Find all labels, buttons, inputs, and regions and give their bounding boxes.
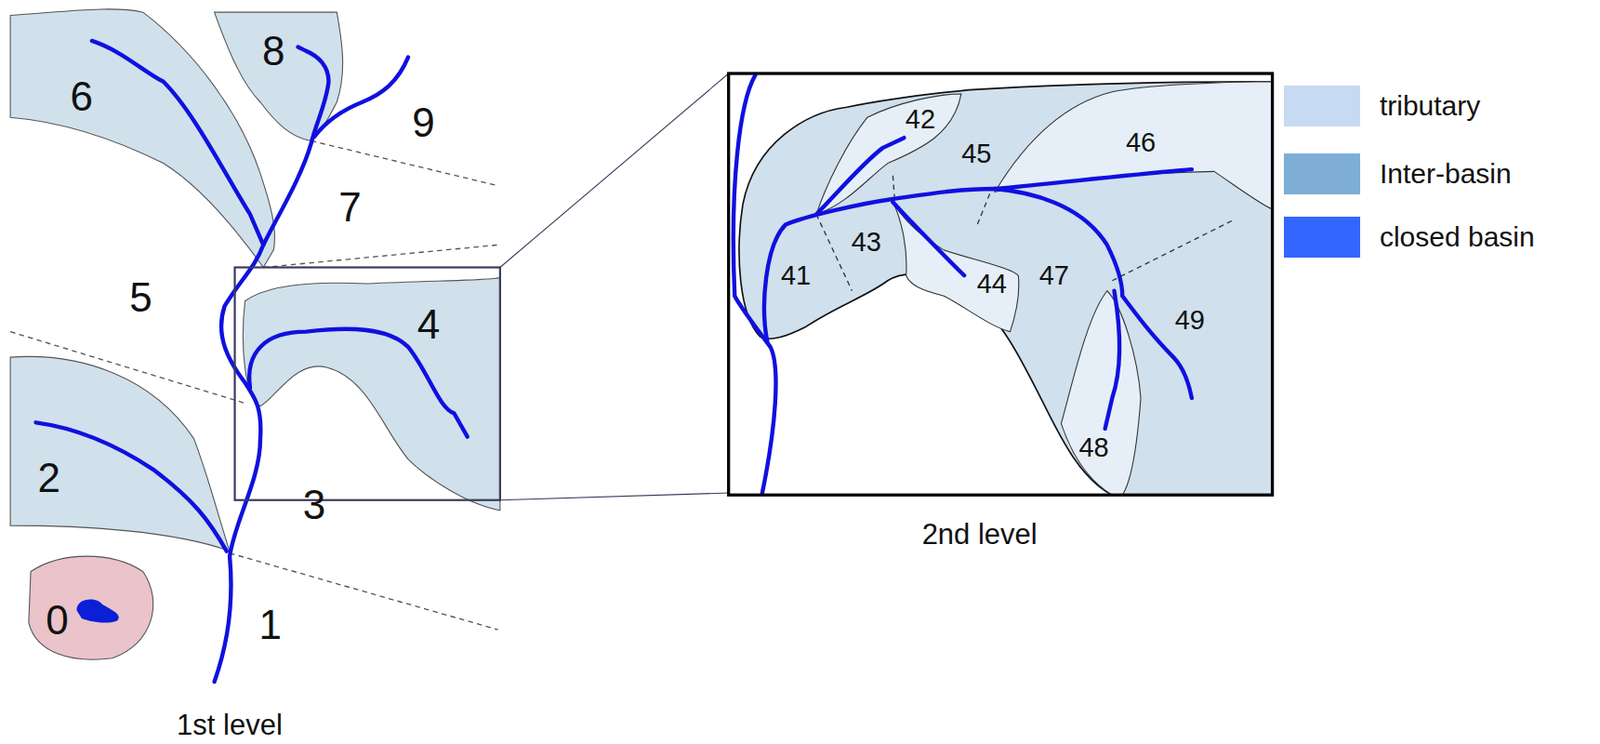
tributary-basin [816,93,962,214]
zoom-line [500,73,729,268]
basin-code: 41 [780,262,811,290]
basin-code: 49 [1175,305,1205,333]
basin-code: 43 [851,228,882,256]
level-caption: 1st level [176,710,283,740]
basin-code: 44 [977,270,1007,298]
river [1105,290,1120,429]
basin-code: 48 [1078,433,1109,461]
basin-code: 6 [70,76,93,118]
basin-code: 1 [259,604,282,646]
basin-region [242,277,500,510]
legend-swatch [1283,216,1361,258]
closed-basin [28,555,154,660]
divide-line [816,213,852,291]
river [764,188,1192,398]
basin-code: 0 [45,599,68,641]
legend-text: closed basin [1379,223,1535,252]
inter-basin [739,81,1273,495]
level-caption: 2nd level [922,519,1038,549]
tributary-basin [1060,290,1141,495]
basin-code: 8 [262,30,285,72]
basin-code: 47 [1039,262,1070,290]
tributary-basin [892,201,1019,331]
divide-line [263,244,498,267]
basin-code: 5 [129,277,152,318]
river [249,329,468,437]
basin-region [10,356,230,551]
legend-text: Inter-basin [1379,159,1512,188]
basin-code: 4 [417,304,440,345]
zoom-panel [728,73,1273,495]
basin-code: 2 [37,457,60,499]
river [892,201,965,276]
river [214,46,330,682]
river [92,40,264,245]
basin-code: 9 [411,102,435,144]
basin-code: 3 [303,484,326,526]
river [816,137,904,214]
basin-code: 7 [338,186,361,228]
river [314,56,409,137]
river [733,75,777,493]
zoom-frame [235,267,501,501]
divide-line [1111,219,1235,281]
legend-swatch [1283,153,1361,195]
basin-code: 45 [961,139,992,167]
legend-swatch [1283,85,1361,127]
divide-line [311,140,499,186]
basin-region [214,12,344,141]
zoom-line [500,492,729,501]
tributary-basin [994,81,1272,210]
legend-text: tributary [1379,92,1481,120]
basin-code: 46 [1125,128,1156,156]
river [994,169,1192,189]
river [36,422,227,551]
divide-line [10,331,245,404]
lake [76,599,119,623]
basin-code: 42 [905,105,936,133]
divide-line [976,194,990,227]
